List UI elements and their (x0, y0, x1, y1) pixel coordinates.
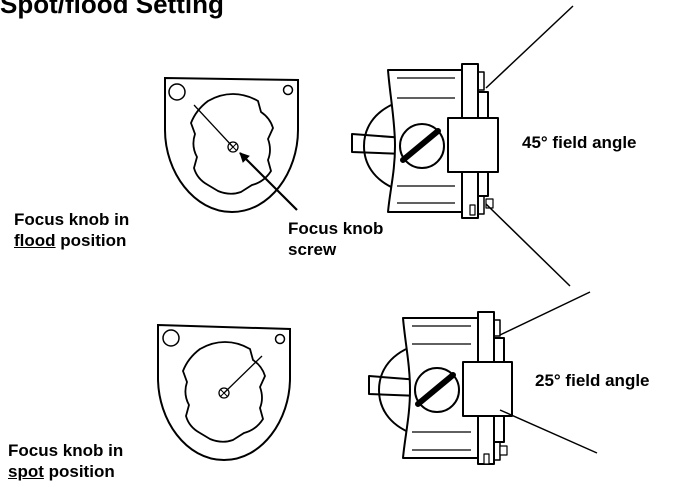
knob-screw-line1: Focus knob (288, 219, 384, 238)
field-angle-45-label: 45° field angle (522, 133, 637, 152)
spot-label-line1: Focus knob in (8, 441, 124, 460)
pointer-arrow (239, 152, 298, 211)
knob-plate-flood (164, 76, 299, 214)
flood-emphasis: flood (14, 231, 56, 250)
knob-screw-line2: screw (288, 240, 337, 259)
spot-position-label: Focus knob in spot position (8, 440, 123, 482)
beam-lines-25 (499, 291, 598, 454)
fixture-side-view-25 (368, 311, 513, 465)
spot-emphasis: spot (8, 462, 44, 481)
knob-plate-spot (157, 323, 291, 462)
page-title: Spot/flood Setting (0, 0, 224, 19)
fixture-side-view-45 (351, 63, 499, 219)
field-angle-25-label: 25° field angle (535, 371, 650, 390)
flood-label-line1: Focus knob in (14, 210, 130, 229)
flood-position-label: Focus knob in flood position (14, 209, 129, 251)
beam-lines-45 (485, 5, 574, 287)
knob-screw-label: Focus knob screw (288, 218, 383, 260)
spot-label-rest: position (43, 462, 115, 481)
flood-label-rest: position (55, 231, 127, 250)
